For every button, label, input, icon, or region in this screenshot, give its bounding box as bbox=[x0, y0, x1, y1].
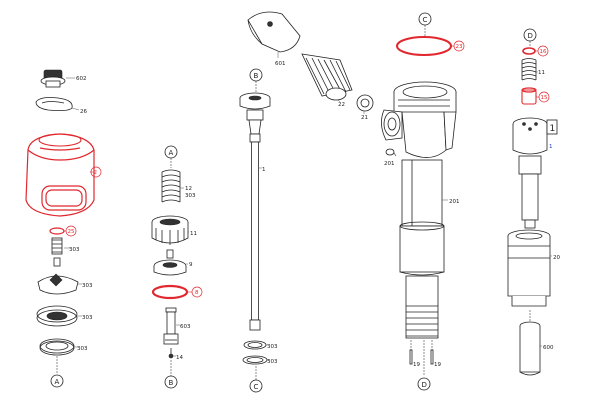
label-11-b: 11 bbox=[538, 70, 545, 76]
callout-a-bottom-text: A bbox=[55, 378, 60, 386]
label-303-e: 303 bbox=[185, 193, 196, 199]
callout-d-top: D bbox=[523, 28, 537, 42]
part-201-injector-body: 201 bbox=[381, 81, 460, 339]
injector-body-assembly: C 23 bbox=[381, 12, 465, 391]
label-1: 1 bbox=[262, 167, 266, 173]
inlet-connector-assembly: 601 22 21 bbox=[247, 11, 374, 121]
label-25: 25 bbox=[68, 229, 75, 235]
label-12: 12 bbox=[185, 186, 192, 192]
part-20-retaining-nut: 20 bbox=[507, 229, 560, 307]
callout-b-bottom-text: B bbox=[169, 379, 174, 387]
callout-c-bottom: C bbox=[249, 379, 263, 393]
label-201-b: 201 bbox=[384, 161, 395, 167]
label-303-f: 303 bbox=[267, 344, 278, 350]
part-8-shim: 8 bbox=[151, 284, 203, 300]
part-21-ring: 21 bbox=[356, 94, 374, 121]
part-303-washer: 303 bbox=[39, 338, 88, 356]
part-22-filter: 22 bbox=[301, 53, 353, 108]
label-20: 20 bbox=[553, 255, 560, 261]
callout-d-bottom-text: D bbox=[422, 381, 427, 389]
label-26: 26 bbox=[80, 109, 87, 115]
part-11-armature: 11 bbox=[151, 215, 197, 245]
callout-a-top-text: A bbox=[169, 149, 174, 157]
label-602: 602 bbox=[76, 76, 87, 82]
part-11-spring: 11 bbox=[521, 58, 545, 81]
part-303-spring: 303 bbox=[51, 237, 80, 255]
label-303-a: 303 bbox=[69, 247, 80, 253]
callout-b-bottom: B bbox=[164, 375, 178, 389]
column-3-assembly: B 1 303 303 C bbox=[239, 68, 278, 393]
label-22: 22 bbox=[338, 102, 345, 108]
callout-a-top: A bbox=[164, 145, 178, 159]
label-201: 201 bbox=[449, 199, 460, 205]
callout-d-top-text: D bbox=[528, 32, 533, 40]
part-303-seal-1: 303 bbox=[243, 340, 278, 350]
label-1-nozzle: 1 bbox=[549, 144, 553, 150]
label-16: 16 bbox=[540, 49, 547, 55]
callout-d-bottom: D bbox=[417, 377, 431, 391]
label-9: 9 bbox=[189, 262, 193, 268]
part-1-nozzle: 1 bbox=[512, 117, 553, 229]
label-600: 600 bbox=[543, 345, 554, 351]
part-201-plug: 201 bbox=[384, 148, 397, 167]
part-303-ring-nut: 303 bbox=[36, 305, 93, 327]
part-12-spring: 12 303 bbox=[161, 169, 196, 203]
nozzle-assembly: D 16 11 15 bbox=[507, 28, 560, 376]
callout-b-top-text: B bbox=[254, 72, 259, 80]
callout-c-top-text: C bbox=[423, 16, 428, 24]
label-603: 603 bbox=[180, 324, 191, 330]
label-15: 15 bbox=[541, 95, 548, 101]
part-601-cap: 601 bbox=[247, 11, 301, 67]
part-16-ring: 16 bbox=[522, 45, 549, 57]
label-14: 14 bbox=[176, 355, 183, 361]
part-2-solenoid-housing: 2 bbox=[25, 133, 102, 217]
part-303-seal-2: 303 bbox=[242, 355, 278, 365]
callout-c-bottom-text: C bbox=[254, 383, 259, 391]
box-label-text: 1 bbox=[550, 124, 556, 134]
part-600-tip: 600 bbox=[519, 310, 554, 376]
part-14-ball: 14 bbox=[168, 348, 183, 361]
label-303-d: 303 bbox=[77, 346, 88, 352]
callout-b-top: B bbox=[249, 68, 263, 82]
column-1-assembly: 602 26 2 25 bbox=[25, 69, 102, 388]
part-303-armature: 303 bbox=[37, 257, 93, 295]
label-2: 2 bbox=[94, 170, 98, 176]
column-2-assembly: A 12 303 11 9 bbox=[151, 145, 203, 389]
label-303-c: 303 bbox=[82, 315, 93, 321]
part-23-oring: 23 bbox=[396, 36, 465, 56]
label-303-b: 303 bbox=[82, 283, 93, 289]
part-9-valve-plate: 9 bbox=[153, 249, 193, 276]
label-19-a: 19 bbox=[413, 362, 420, 368]
part-25-ring: 25 bbox=[49, 225, 77, 237]
part-1-box-label: 1 bbox=[546, 119, 558, 135]
label-601: 601 bbox=[275, 61, 286, 67]
callout-a-bottom: A bbox=[50, 374, 64, 388]
part-602-knob: 602 bbox=[40, 69, 87, 88]
part-15-shim: 15 bbox=[521, 87, 550, 105]
part-26-clip: 26 bbox=[35, 97, 87, 115]
part-603-valve-stem: 603 bbox=[163, 307, 191, 345]
label-23: 23 bbox=[456, 44, 463, 50]
label-8: 8 bbox=[195, 290, 199, 296]
callout-c-top: C bbox=[418, 12, 432, 26]
part-1-control-rod: 1 bbox=[239, 92, 271, 331]
label-19-b: 19 bbox=[434, 362, 441, 368]
label-11: 11 bbox=[190, 231, 197, 237]
part-19-pins: 19 19 bbox=[409, 340, 441, 368]
label-21: 21 bbox=[361, 115, 368, 121]
label-303-g: 303 bbox=[267, 359, 278, 365]
